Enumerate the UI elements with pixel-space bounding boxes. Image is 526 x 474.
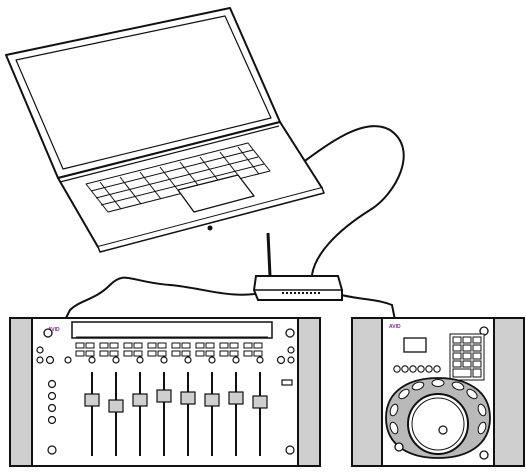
cable-router-console (66, 278, 268, 318)
console-display (72, 322, 272, 338)
jog-wheel-controller-icon: AVID (352, 318, 524, 466)
controller-right-cheek (494, 318, 524, 466)
controller-display (404, 338, 426, 352)
router-body (254, 276, 342, 300)
jog-wheel-dimple (439, 426, 447, 434)
fader-cap-6 (205, 394, 219, 406)
jog-wheel (408, 394, 468, 454)
controller-left-cheek (352, 318, 382, 466)
controller-logo: AVID (389, 324, 401, 330)
fader-cap-8 (253, 396, 267, 408)
laptop-icon (6, 8, 324, 252)
console-right-cheek (298, 318, 320, 466)
console-left-cheek (10, 318, 32, 466)
fader-cap-4 (157, 390, 171, 402)
fader-cap-2 (109, 400, 123, 412)
controller-keypad (450, 334, 484, 380)
router-antenna (268, 233, 270, 276)
fader-cap-1 (85, 394, 99, 406)
fader-cap-3 (133, 394, 147, 406)
fader-console-icon: AVID (10, 318, 320, 466)
fader-cap-7 (229, 392, 243, 404)
fader-cap-5 (181, 392, 195, 404)
